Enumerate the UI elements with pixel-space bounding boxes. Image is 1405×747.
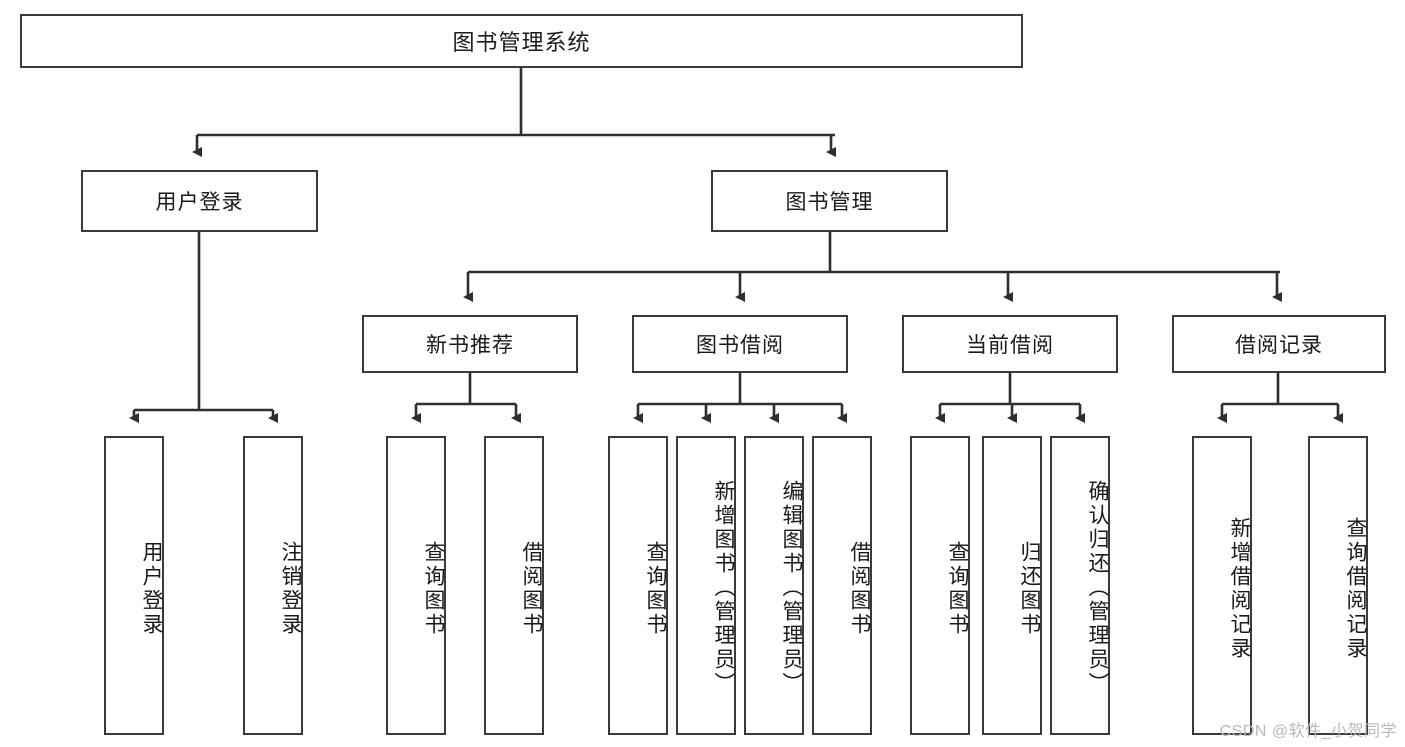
leaf-query-borrow-record[interactable]: 查询借阅记录 (1308, 436, 1368, 735)
node-root-book-management-system[interactable]: 图书管理系统 (20, 14, 1023, 68)
leaf-add-book-admin[interactable]: 新增图书（管理员） (676, 436, 736, 735)
node-current-borrowing[interactable]: 当前借阅 (902, 315, 1118, 373)
leaf-add-borrow-record[interactable]: 新增借阅记录 (1192, 436, 1252, 735)
node-book-management[interactable]: 图书管理 (711, 170, 948, 232)
leaf-query-book-bb[interactable]: 查询图书 (608, 436, 668, 735)
leaf-logout[interactable]: 注销登录 (243, 436, 303, 735)
node-book-borrowing[interactable]: 图书借阅 (632, 315, 848, 373)
leaf-edit-book-admin[interactable]: 编辑图书（管理员） (744, 436, 804, 735)
leaf-borrow-book-nbr[interactable]: 借阅图书 (484, 436, 544, 735)
leaf-query-book-cb[interactable]: 查询图书 (910, 436, 970, 735)
leaf-confirm-return-admin[interactable]: 确认归还（管理员） (1050, 436, 1110, 735)
leaf-user-login[interactable]: 用户登录 (104, 436, 164, 735)
leaf-return-book[interactable]: 归还图书 (982, 436, 1042, 735)
leaf-borrow-book-bb[interactable]: 借阅图书 (812, 436, 872, 735)
node-user-login[interactable]: 用户登录 (81, 170, 318, 232)
node-new-book-recommendation[interactable]: 新书推荐 (362, 315, 578, 373)
leaf-query-book-nbr[interactable]: 查询图书 (386, 436, 446, 735)
node-borrowing-record[interactable]: 借阅记录 (1172, 315, 1386, 373)
csdn-watermark: CSDN @软件_小贺同学 (1219, 723, 1397, 740)
